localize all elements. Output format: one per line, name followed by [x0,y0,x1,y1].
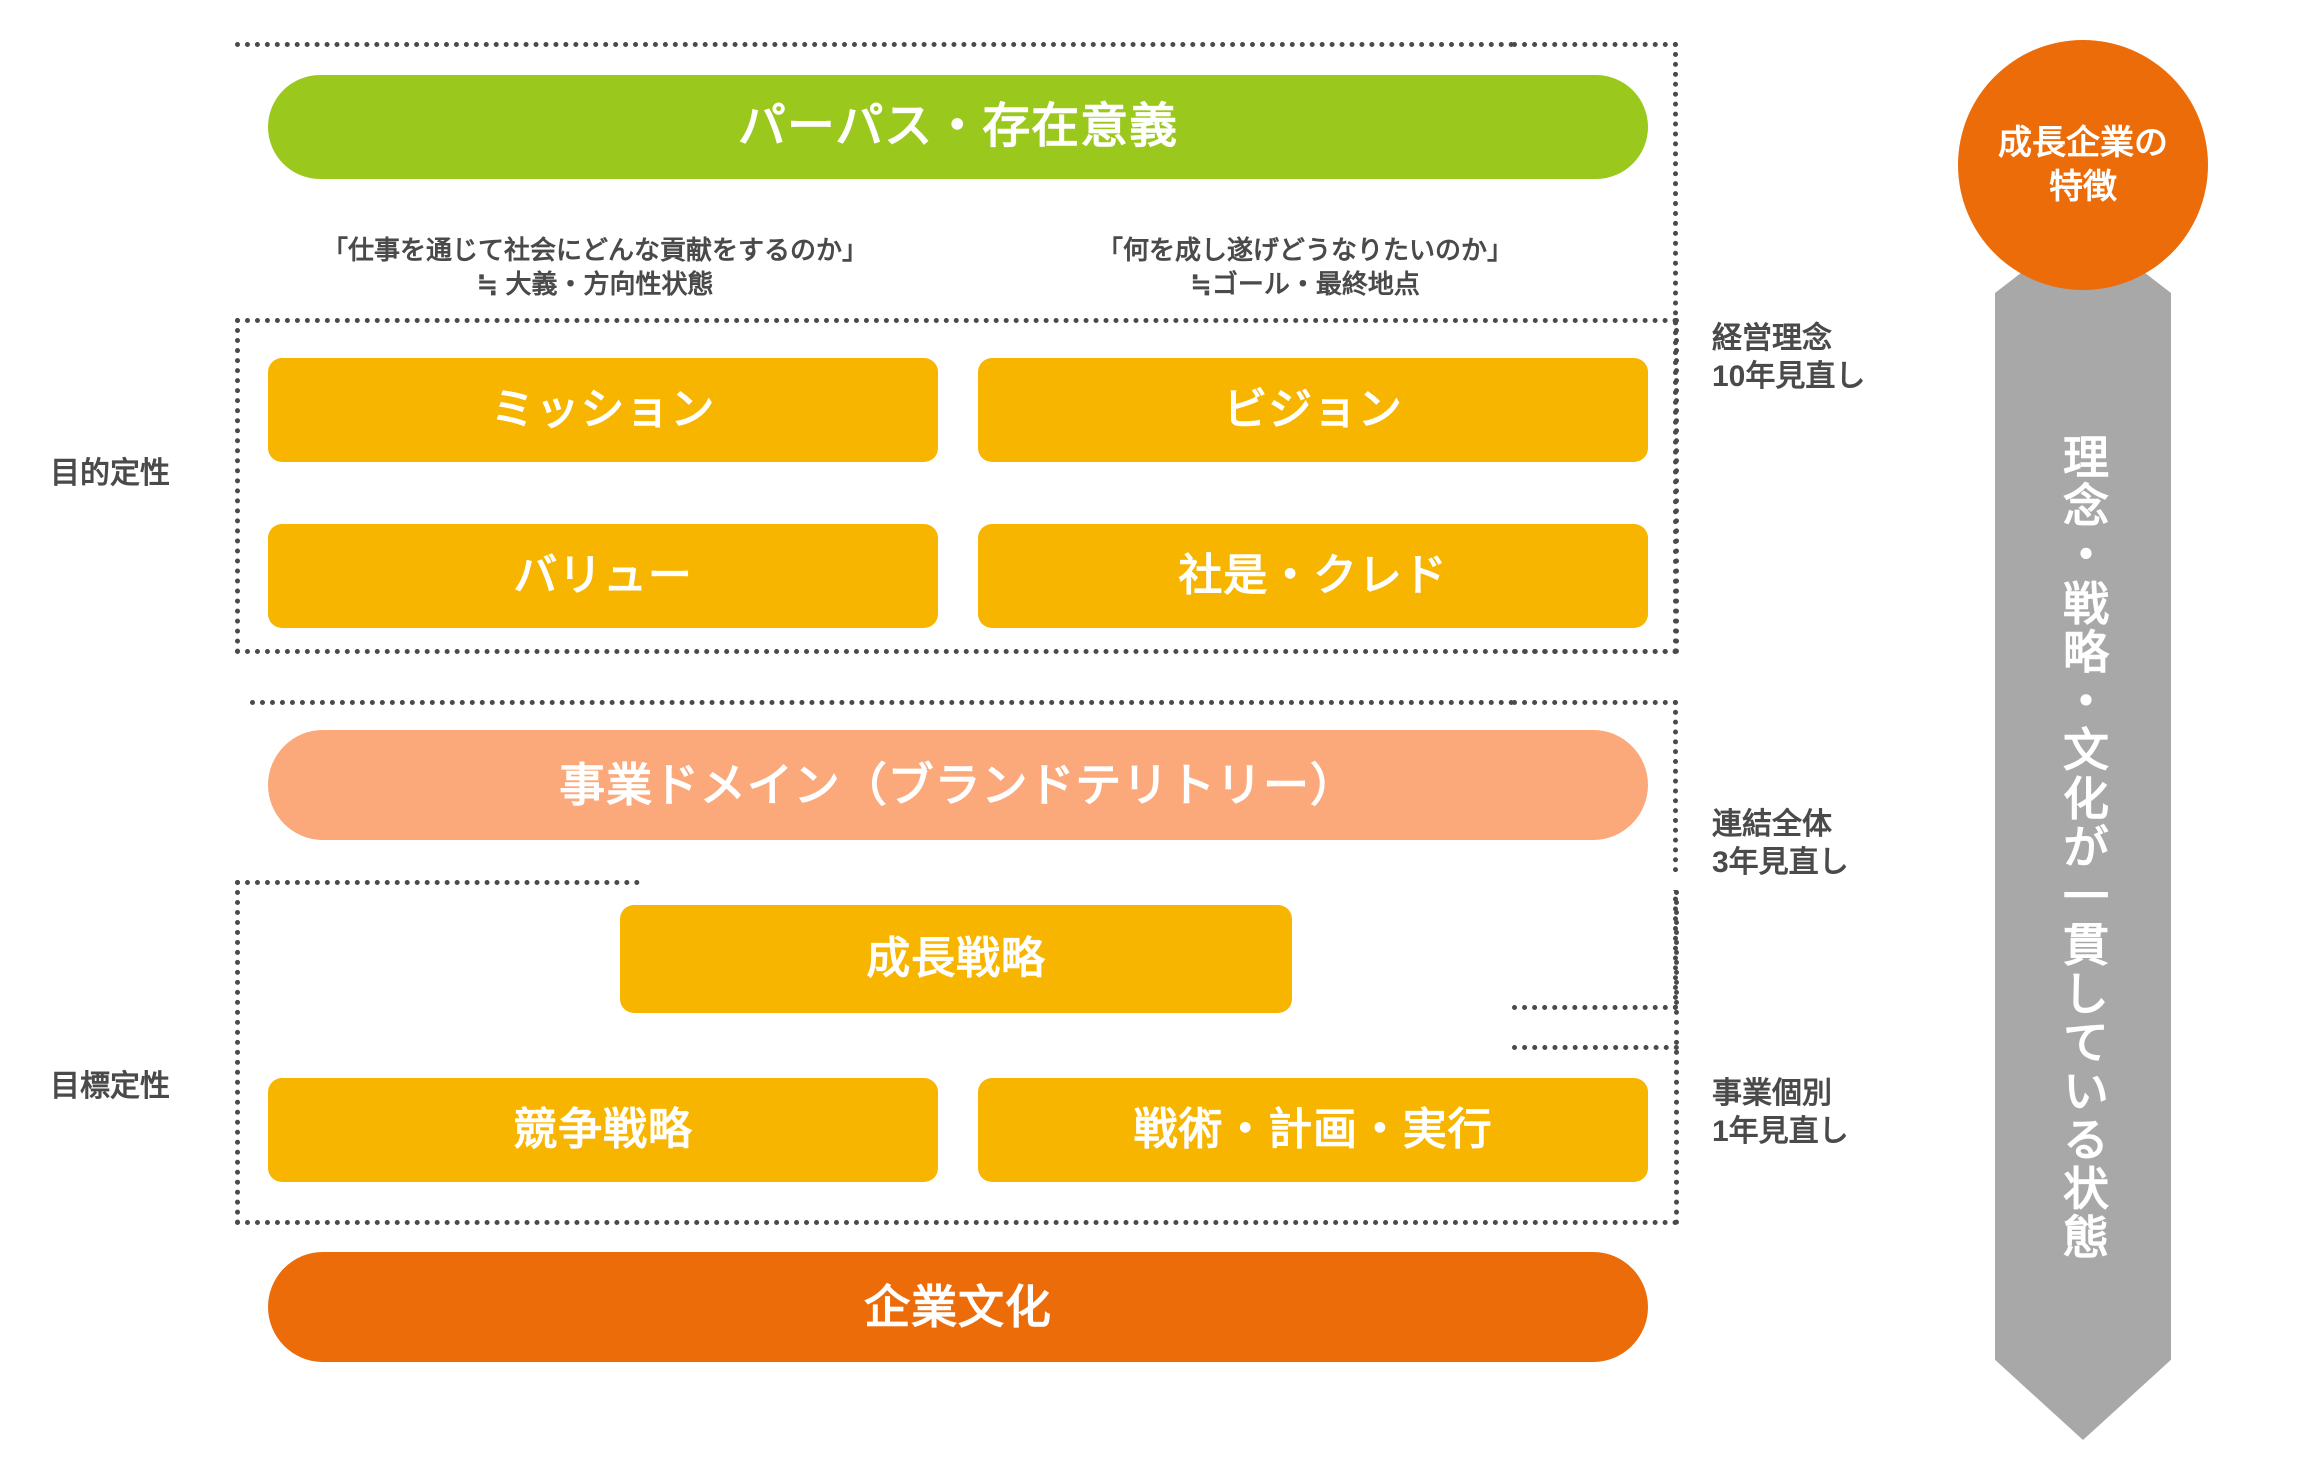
box-credo[interactable]: 社是・クレド [978,524,1648,628]
left-label-purpose: 目的定性 [50,457,170,490]
annotation-left: 「仕事を通じて社会にどんな貢献をするのか」 ≒ 大義・方向性状態 [321,235,868,299]
box-mission[interactable]: ミッション [268,358,938,462]
growth-company-callout: 理念・戦略・文化が一貫している状態 成長企業の 特徴 [1940,40,2260,1440]
box-value[interactable]: バリュー [268,524,938,628]
box-tactics-plan-execution[interactable]: 戦術・計画・実行 [978,1078,1648,1182]
right-label-business-unit: 事業個別 1年見直し [1712,1077,1849,1148]
consistency-arrow-shape [1995,225,2171,1440]
left-label-goal: 目標定性 [50,1070,170,1103]
box-vision[interactable]: ビジョン [978,358,1648,462]
right-label-consolidated: 連結全体 3年見直し [1712,808,1849,879]
consistency-arrow-label: 理念・戦略・文化が一貫している状態 [2057,433,2109,1262]
dotted-frame-philosophy-top-extension [235,42,1515,47]
growth-company-badge[interactable]: 成長企業の 特徴 [1958,40,2208,290]
dotted-frame-consolidated-top-extension [250,700,1515,705]
box-business-domain[interactable]: 事業ドメイン（ブランドテリトリー） [268,730,1648,840]
box-growth-strategy[interactable]: 成長戦略 [620,905,1292,1013]
annotation-right: 「何を成し遂げどうなりたいのか」 ≒ゴール・最終地点 [1096,235,1513,299]
right-label-philosophy: 経営理念 10年見直し [1712,322,1866,393]
mask-goal-frame-top-right [640,872,1688,890]
dotted-frame-business-unit-top [1512,1045,1679,1050]
box-competitive-strategy[interactable]: 競争戦略 [268,1078,938,1182]
box-corporate-culture[interactable]: 企業文化 [268,1252,1648,1362]
purpose-bar[interactable]: パーパス・存在意義 [268,75,1648,179]
